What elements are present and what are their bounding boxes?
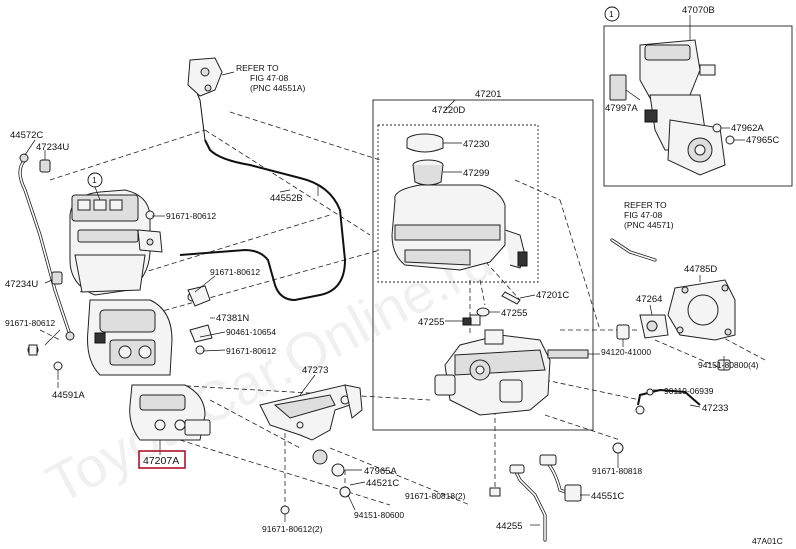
label-47201: 47201	[475, 89, 501, 100]
seal-47962a	[712, 123, 722, 133]
svg-text:1: 1	[609, 9, 614, 19]
hose-44572c	[18, 153, 75, 341]
label-47299: 47299	[463, 168, 489, 179]
seal-47965c	[725, 135, 735, 145]
master-cylinder-body	[434, 314, 600, 416]
label-91671-80818: 91671-80818	[592, 466, 642, 476]
leader-lines	[24, 15, 745, 526]
label-91671-80612-a: 91671-80612	[166, 211, 216, 221]
assembly-box-47201	[372, 99, 594, 431]
seal-47255-right	[476, 307, 490, 317]
label-47207a: 47207A	[143, 455, 179, 467]
label-47255-left: 47255	[418, 317, 444, 328]
label-44255: 44255	[496, 521, 522, 532]
label-44591a: 44591A	[52, 390, 85, 401]
label-47234u-top: 47234U	[36, 142, 69, 153]
label-94151-80800-4: 94151-80800(4)	[698, 360, 759, 370]
svg-text:(PNC 44551A): (PNC 44551A)	[250, 83, 305, 93]
label-94120-41000: 94120-41000	[601, 347, 651, 357]
label-47230: 47230	[463, 139, 489, 150]
reservoir-cap-47230	[406, 133, 444, 153]
label-91671-80612-c: 91671-80612	[5, 318, 55, 328]
reservoir-box-47220d	[377, 124, 539, 283]
pin-47201c	[501, 291, 521, 305]
label-91671-80612-b: 91671-80612	[210, 267, 260, 277]
label-47965c: 47965C	[746, 135, 779, 146]
label-94151-80600: 94151-80600	[354, 510, 404, 520]
clip-47234u-upper	[39, 159, 51, 173]
pipe-44552b	[179, 57, 347, 302]
seal-47255-left	[462, 317, 472, 326]
label-47264: 47264	[636, 294, 662, 305]
label-44551c: 44551C	[591, 491, 624, 502]
label-47233: 47233	[702, 403, 728, 414]
callout-marker-1-right: 1	[604, 6, 620, 22]
hose-44551c	[539, 454, 582, 502]
label-90461-10654: 90461-10654	[226, 327, 276, 337]
inset-box-47070b	[603, 25, 793, 187]
bolt-94120-41000	[616, 324, 630, 340]
bolts-left	[27, 210, 351, 515]
gasket-47997a	[609, 74, 627, 101]
part-labels: 44572C 47234U 91671-80612 44552B 47234U …	[5, 5, 783, 546]
label-91671-80612-d: 91671-80612	[226, 346, 276, 356]
label-47965a: 47965A	[364, 466, 397, 477]
label-44521c: 44521C	[366, 478, 399, 489]
label-47962a: 47962A	[731, 123, 764, 134]
label-47997a: 47997A	[605, 103, 638, 114]
svg-text:(PNC 44571): (PNC 44571)	[624, 220, 674, 230]
svg-text:REFER TO: REFER TO	[236, 63, 279, 73]
label-47255-right: 47255	[501, 308, 527, 319]
label-90119-06939: 90119-06939	[664, 386, 714, 396]
bolt-91671-80818	[489, 442, 624, 497]
strainer-47299	[412, 159, 444, 186]
inset-pump-47070b	[639, 39, 726, 176]
svg-text:1: 1	[92, 175, 97, 185]
pipe-44255	[509, 464, 547, 542]
label-47070b: 47070B	[682, 5, 715, 16]
callout-marker-1-left: 1	[87, 172, 103, 201]
svg-text:FIG 47-08: FIG 47-08	[250, 73, 289, 83]
bracket-47273	[259, 384, 363, 441]
pin-90119-06939	[646, 388, 654, 396]
left-pump-assembly	[69, 189, 211, 441]
reservoir-tank	[391, 184, 528, 271]
label-47273: 47273	[302, 365, 328, 376]
label-47201c: 47201C	[536, 290, 569, 301]
corner-code: 47A01C	[752, 536, 783, 546]
hose-44571-ref	[610, 238, 657, 262]
part-47264	[639, 314, 669, 339]
clip-47234u-lower	[51, 271, 63, 285]
label-44552b: 44552B	[270, 193, 303, 204]
highlight-box-47207a	[138, 450, 186, 469]
refer-note-44571: REFER TO FIG 47-08 (PNC 44571)	[624, 200, 674, 230]
svg-text:REFER TO: REFER TO	[624, 200, 667, 210]
svg-text:FIG 47-08: FIG 47-08	[624, 210, 663, 220]
label-91671-80818-2: 91671-80818(2)	[405, 491, 466, 501]
label-44785d: 44785D	[684, 264, 717, 275]
refer-note-44551a: REFER TO FIG 47-08 (PNC 44551A)	[221, 63, 305, 93]
label-47381n: 47381N	[216, 313, 249, 324]
label-47234u-bottom: 47234U	[5, 279, 38, 290]
label-91671-80612-2: 91671-80612(2)	[262, 524, 323, 534]
label-44572c: 44572C	[10, 130, 43, 141]
gasket-44785d	[667, 279, 736, 341]
label-47220d: 47220D	[432, 105, 465, 116]
